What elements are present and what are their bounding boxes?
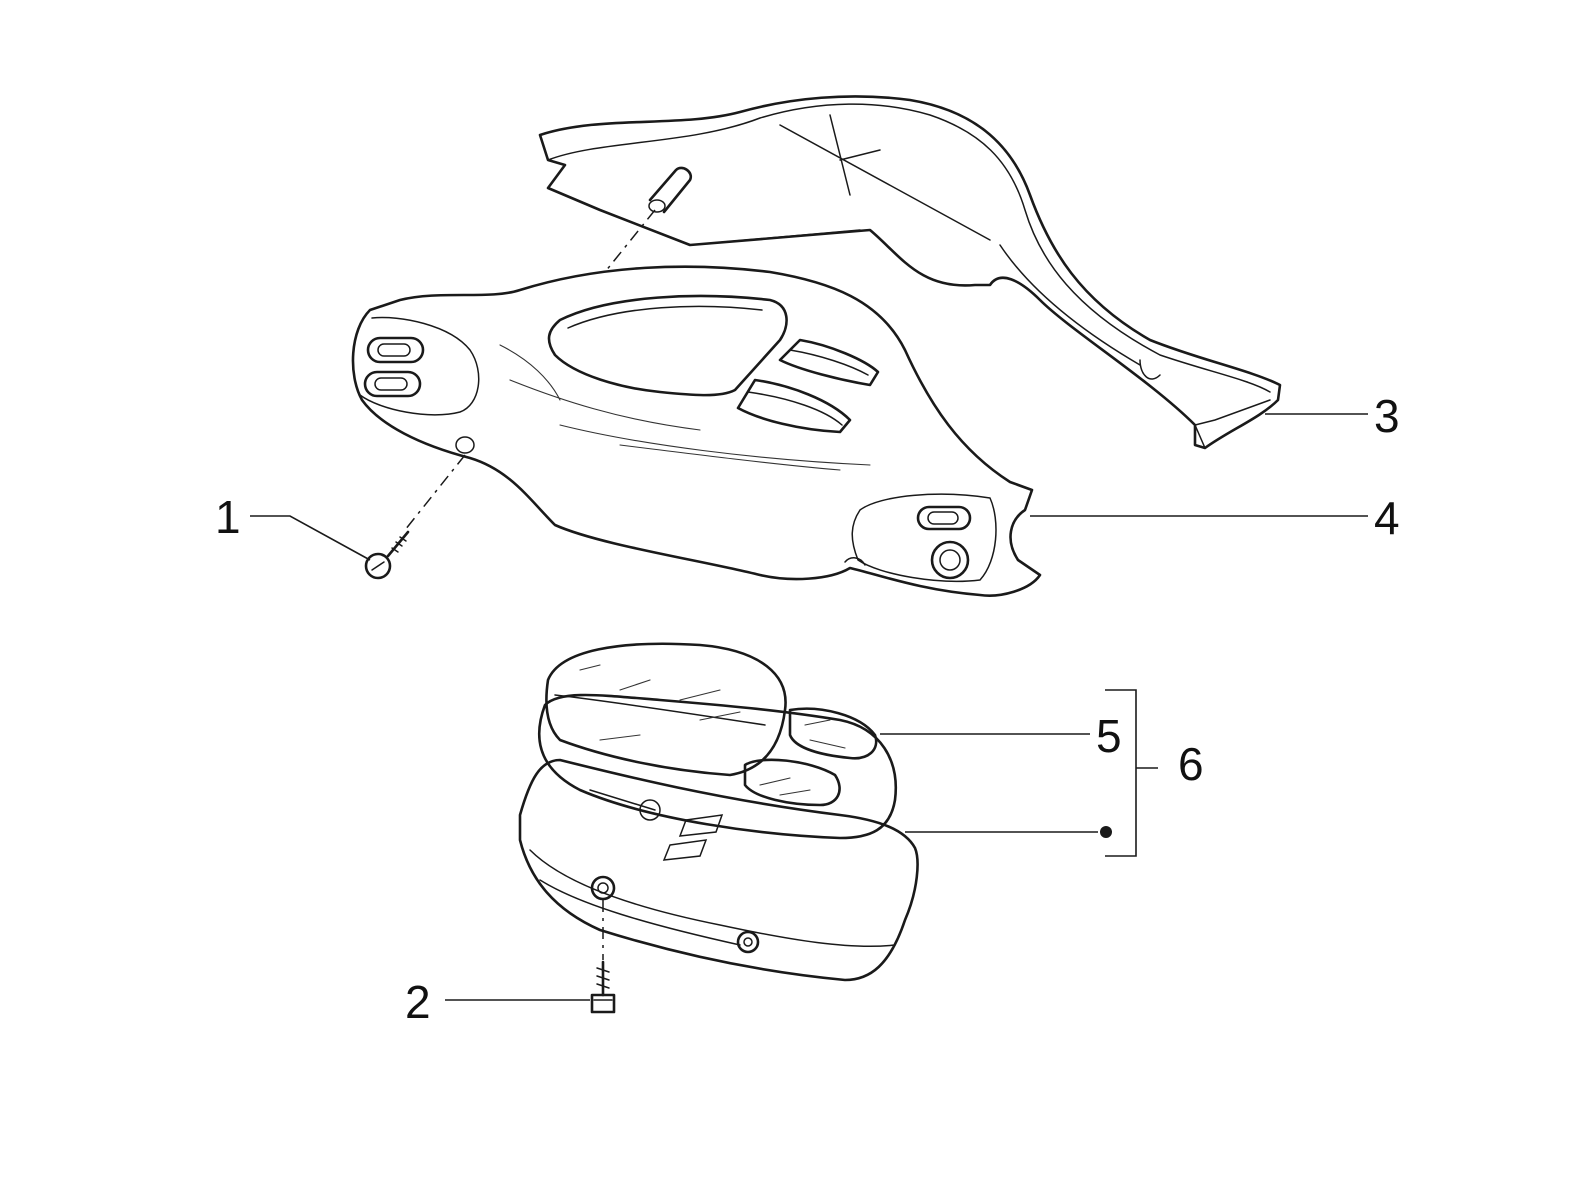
instrument-housing xyxy=(518,758,919,982)
callout-6: 6 xyxy=(1178,738,1204,790)
assembly-line-pin xyxy=(604,209,656,273)
leader-line-1 xyxy=(250,515,371,561)
rear-handlebar-cover xyxy=(538,95,1282,450)
callout-3: 3 xyxy=(1374,390,1400,442)
callout-5: 5 xyxy=(1096,710,1122,762)
bullet-dot xyxy=(1100,826,1112,838)
callout-2: 2 xyxy=(405,976,431,1028)
screw-1 xyxy=(364,530,410,580)
callout-4: 4 xyxy=(1374,492,1400,544)
bracket-6 xyxy=(1105,689,1158,857)
screw-2 xyxy=(590,960,616,1014)
callout-1: 1 xyxy=(215,491,241,543)
instrument-lens xyxy=(537,642,898,840)
assembly-line-screw-1 xyxy=(404,454,466,531)
front-handlebar-cover xyxy=(351,265,1042,597)
